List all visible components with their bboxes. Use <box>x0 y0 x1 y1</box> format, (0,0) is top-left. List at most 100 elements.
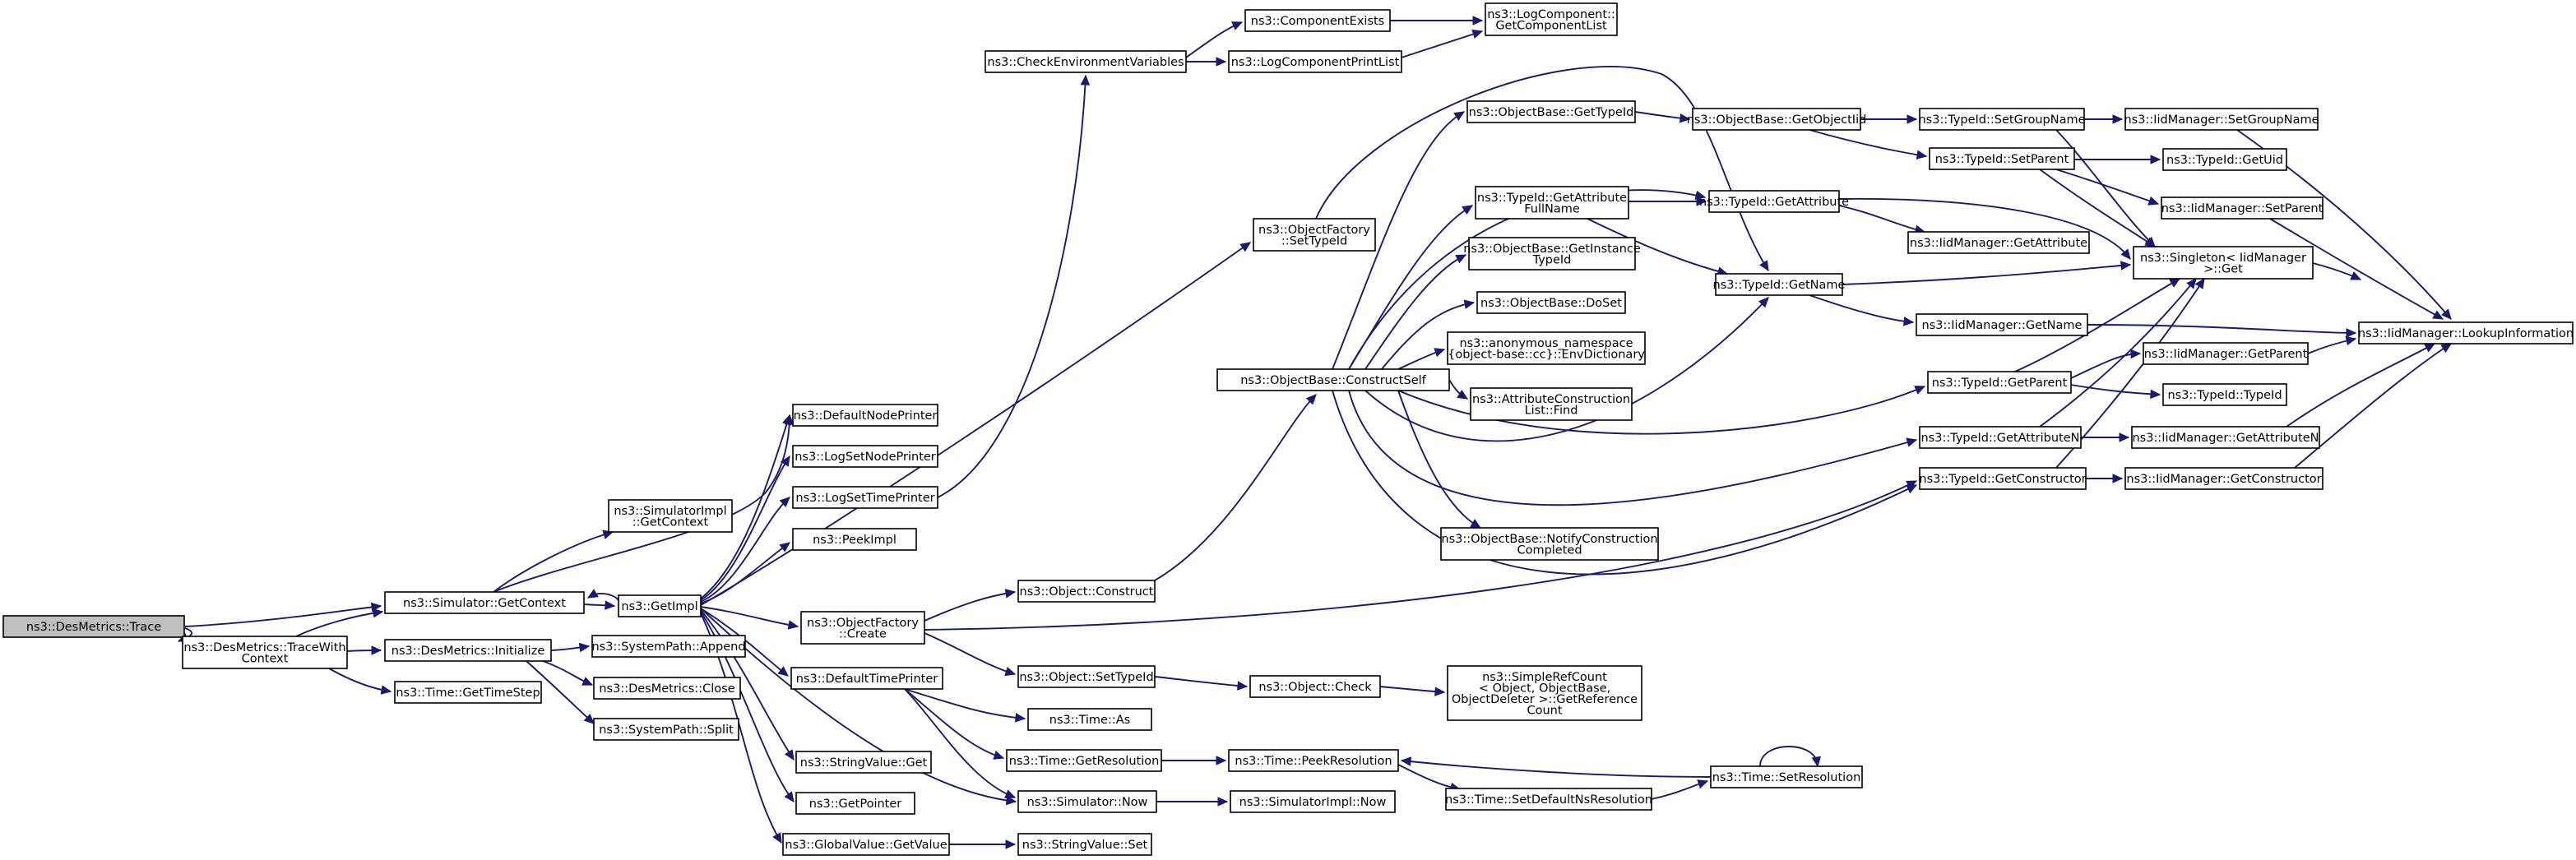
node-obnotify-box <box>1440 527 1659 561</box>
node-obdoset-box <box>1476 291 1626 314</box>
edge-getimpl-to-lognode-arrowhead <box>780 455 790 467</box>
node-getimpl[interactable]: ns3::GetImpl <box>618 594 702 617</box>
node-logtime[interactable]: ns3::LogSetTimePrinter <box>792 486 938 509</box>
node-ofsettid-label: ns3::ObjectFactory <box>1258 224 1370 237</box>
edge-ofcreate-to-tidgetctor-line <box>924 480 1917 631</box>
edge-tidgetname-to-iidgetname-arrowhead <box>1903 317 1915 326</box>
edge-tidgetattrn-to-iidgetattrn <box>2081 432 2130 442</box>
node-tidgetattr[interactable]: ns3::TypeId::GetAttribute <box>1699 190 1849 213</box>
node-obgettid[interactable]: ns3::ObjectBase::GetTypeId <box>1466 100 1636 123</box>
node-gvget-label: ns3::GlobalValue::GetValue <box>785 839 947 852</box>
node-singletonget[interactable]: ns3::Singleton< IidManager>::Get <box>2133 246 2314 280</box>
node-logtime-box <box>792 486 938 509</box>
edge-tracewith-to-getcontext <box>295 608 384 637</box>
edge-getimpl-to-defnode-arrowhead <box>782 414 792 426</box>
edge-getimpl-to-ofcreate-line <box>700 606 799 627</box>
node-deftime[interactable]: ns3::DefaultTimePrinter <box>790 667 943 690</box>
node-iidgetname[interactable]: ns3::IidManager::GetName <box>1916 313 2088 336</box>
node-checkenv[interactable]: ns3::CheckEnvironmentVariables <box>985 50 1187 73</box>
node-tidgetctor[interactable]: ns3::TypeId::GetConstructor <box>1919 467 2087 490</box>
node-iidsetgroup[interactable]: ns3::IidManager::SetGroupName <box>2124 108 2319 131</box>
node-iidgetparent[interactable]: ns3::IidManager::GetParent <box>2143 342 2309 365</box>
node-tidgetattrn[interactable]: ns3::TypeId::GetAttributeN <box>1919 426 2082 449</box>
node-objcheck-box <box>1249 675 1381 698</box>
edge-deftime-to-simnow-arrowhead <box>1004 789 1017 799</box>
node-envdict-box <box>1447 331 1646 365</box>
node-getptr[interactable]: ns3::GetPointer <box>795 792 915 815</box>
node-logprint[interactable]: ns3::LogComponentPrintList <box>1228 50 1402 73</box>
node-iidsetparent[interactable]: ns3::IidManager::SetParent <box>2161 197 2323 220</box>
node-tidtid[interactable]: ns3::TypeId::TypeId <box>2162 383 2287 406</box>
node-obdoset[interactable]: ns3::ObjectBase::DoSet <box>1476 291 1626 314</box>
edge-gvget-to-strset <box>949 839 1017 849</box>
node-tidtid-box <box>2162 383 2287 406</box>
node-iidgetattr[interactable]: ns3::IidManager::GetAttribute <box>1907 231 2090 254</box>
edge-getcontext-to-defnode-line <box>493 414 790 593</box>
node-iidlookup[interactable]: ns3::IidManager::LookupInformation <box>2358 321 2574 344</box>
node-objsettid-box <box>1017 665 1156 688</box>
node-timestep-box <box>394 681 542 704</box>
node-spsplit[interactable]: ns3::SystemPath::Split <box>593 718 739 741</box>
node-desclose-box <box>593 677 741 700</box>
node-simnow[interactable]: ns3::Simulator::Now <box>1017 790 1157 813</box>
node-tidgetparent[interactable]: ns3::TypeId::GetParent <box>1927 371 2072 394</box>
node-getcontext[interactable]: ns3::Simulator::GetContext <box>384 591 585 614</box>
edge-tidgetparent-to-tidtid-arrowhead <box>2150 389 2161 400</box>
node-tidgetname[interactable]: ns3::TypeId::GetName <box>1713 273 1846 296</box>
edge-timesetres-to-timesetres-line <box>1759 746 1818 767</box>
node-timegetres[interactable]: ns3::Time::GetResolution <box>1006 749 1162 772</box>
node-peekimpl[interactable]: ns3::PeekImpl <box>792 528 917 551</box>
node-tidsetgroup[interactable]: ns3::TypeId::SetGroupName <box>1918 108 2086 131</box>
node-timepeekres[interactable]: ns3::Time::PeekResolution <box>1228 749 1399 772</box>
node-getcomplist[interactable]: ns3::LogComponent::GetComponentList <box>1485 2 1618 36</box>
node-tidgetattrn-label: ns3::TypeId::GetAttributeN <box>1920 432 2079 445</box>
node-desinit[interactable]: ns3::DesMetrics::Initialize <box>384 639 552 662</box>
node-lognode[interactable]: ns3::LogSetNodePrinter <box>792 445 938 468</box>
node-objconstruct[interactable]: ns3::Object::Construct <box>1017 580 1156 603</box>
node-timegetres-label: ns3::Time::GetResolution <box>1009 755 1160 768</box>
node-gvget[interactable]: ns3::GlobalValue::GetValue <box>782 833 950 856</box>
node-timestep[interactable]: ns3::Time::GetTimeStep <box>394 681 542 704</box>
node-envdict[interactable]: ns3::anonymous_namespace{object-base::cc… <box>1447 331 1646 365</box>
edge-getcontext-to-getimpl-arrowhead <box>605 600 616 610</box>
node-timesetres[interactable]: ns3::Time::SetResolution <box>1710 765 1863 788</box>
node-iidsetparent-box <box>2161 197 2323 220</box>
node-spappend[interactable]: ns3::SystemPath::Append <box>591 635 746 658</box>
node-ofcreate[interactable]: ns3::ObjectFactory::Create <box>800 611 925 645</box>
node-tidgetuid[interactable]: ns3::TypeId::GetUid <box>2162 148 2287 171</box>
node-defnode[interactable]: ns3::DefaultNodePrinter <box>792 404 938 427</box>
node-simimplctx[interactable]: ns3::SimulatorImpl::GetContext <box>608 499 733 533</box>
edge-getcontext-to-getimpl <box>583 600 616 610</box>
node-iidgetattrn[interactable]: ns3::IidManager::GetAttributeN <box>2131 426 2320 449</box>
node-timeas[interactable]: ns3::Time::As <box>1027 708 1152 731</box>
node-objcheck[interactable]: ns3::Object::Check <box>1249 675 1381 698</box>
node-settimedef[interactable]: ns3::Time::SetDefaultNsResolution <box>1445 788 1652 811</box>
node-tidsetparent[interactable]: ns3::TypeId::SetParent <box>1929 147 2075 170</box>
node-compexists[interactable]: ns3::ComponentExists <box>1244 9 1391 32</box>
edge-tracewith-to-timestep-arrowhead <box>380 685 392 695</box>
node-simimplnow[interactable]: ns3::SimulatorImpl::Now <box>1230 790 1396 813</box>
node-logprint-label: ns3::LogComponentPrintList <box>1231 56 1400 69</box>
node-iidgetctor[interactable]: ns3::IidManager::GetConstructor <box>2124 467 2323 490</box>
edge-getimpl-to-deftime-line <box>700 608 789 677</box>
node-obnotify[interactable]: ns3::ObjectBase::NotifyConstructionCompl… <box>1440 527 1659 561</box>
edge-iidsetparent-to-iidlookup-line <box>2269 218 2444 320</box>
node-desclose[interactable]: ns3::DesMetrics::Close <box>593 677 741 700</box>
node-strset[interactable]: ns3::StringValue::Set <box>1017 833 1152 856</box>
node-constructself[interactable]: ns3::ObjectBase::ConstructSelf <box>1216 368 1450 391</box>
node-ofsettid[interactable]: ns3::ObjectFactory::SetTypeId <box>1253 218 1376 252</box>
node-simplerefcount[interactable]: ns3::SimpleRefCount< Object, ObjectBase,… <box>1447 665 1642 721</box>
node-obgetoid[interactable]: ns3::ObjectBase::GetObjectIid <box>1687 108 1867 131</box>
node-tracewith-label: ns3::DesMetrics::TraceWith <box>183 641 345 654</box>
node-objsettid[interactable]: ns3::Object::SetTypeId <box>1017 665 1156 688</box>
edge-trace-to-getcontext <box>184 602 382 627</box>
node-tidgetuid-box <box>2162 148 2287 171</box>
edge-iidgetctor-to-iidlookup-line <box>2294 343 2452 469</box>
node-objsettid-label: ns3::Object::SetTypeId <box>1019 671 1153 684</box>
node-strget[interactable]: ns3::StringValue::Get <box>795 751 932 774</box>
node-singletonget-label: >::Get <box>2203 262 2243 275</box>
